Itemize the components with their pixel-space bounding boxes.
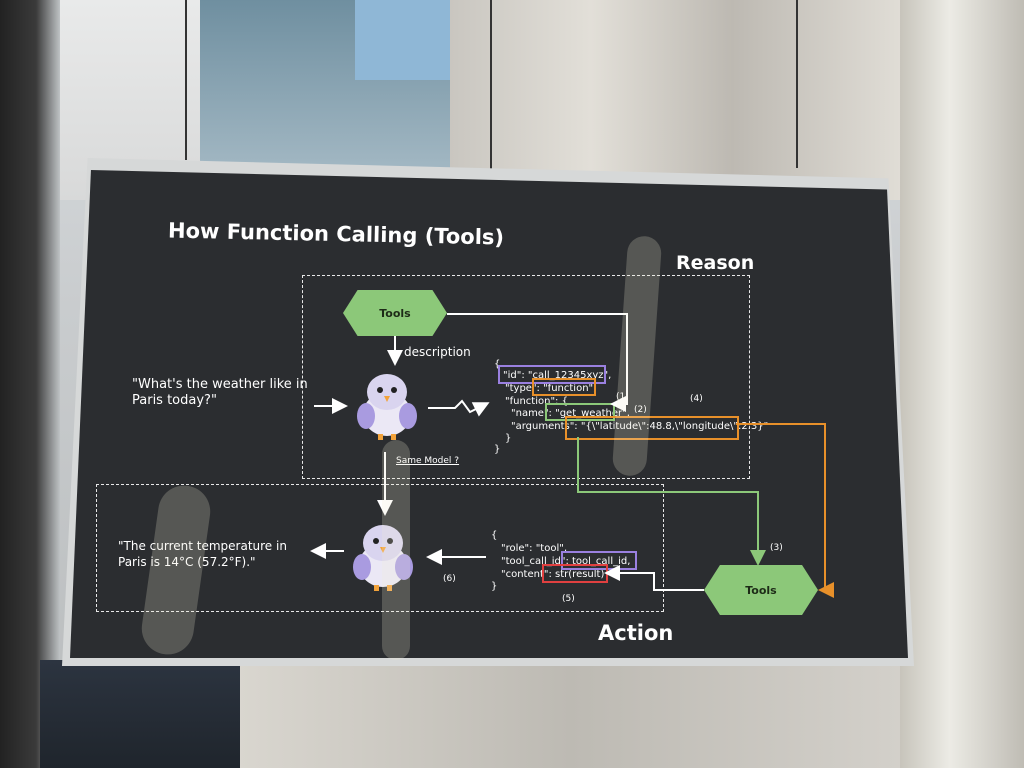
step-2-label: (2) [634, 405, 647, 415]
call-json-function-open: "function": { [505, 396, 568, 407]
call-json-function-close: } [505, 433, 512, 444]
result-json-content: "content": str(result) [501, 569, 605, 580]
tool-call-id-highlight [561, 551, 637, 570]
type-highlight [532, 378, 596, 396]
tools-node-label: Tools [745, 583, 777, 597]
step-4-label: (4) [690, 394, 703, 404]
arrow-tools-to-call [447, 313, 628, 412]
arrow-name-to-tools [577, 437, 766, 566]
step-3-label: (3) [770, 543, 783, 553]
background-sky [355, 0, 455, 80]
hanging-wire [185, 0, 187, 160]
result-json-close: } [491, 581, 498, 592]
bird-model-icon [353, 525, 413, 591]
background-floor [240, 660, 900, 768]
arrow-model-to-call [428, 399, 490, 417]
result-json-tool-call-id: "tool_call_id": tool_call_id, [501, 556, 631, 567]
result-json-open: { [491, 530, 498, 541]
action-label: Action [598, 621, 674, 645]
background-floor-dark [40, 660, 240, 768]
tools-node-label: Tools [379, 306, 411, 320]
step-5-label: (5) [562, 594, 575, 604]
background-left-pillar [0, 0, 60, 768]
bird-model-icon [357, 374, 417, 440]
arguments-highlight [565, 416, 739, 440]
result-json-role: "role": "tool", [501, 543, 568, 554]
call-json-type: "type": "function", [505, 383, 597, 394]
call-json-name: "name": "get_weather", [511, 408, 630, 419]
background-curtain [450, 0, 920, 200]
hanging-wire [490, 0, 492, 182]
user-question: "What's the weather like in Paris today?… [132, 377, 308, 408]
call-json-arguments: "arguments": "{\"latitude\":48.8,\"longi… [511, 421, 769, 432]
call-json-open: { [494, 359, 501, 370]
action-region [96, 484, 664, 612]
name-highlight [545, 403, 615, 421]
tools-node-bottom: Tools [704, 565, 818, 615]
arrow-tools-to-result [604, 565, 704, 591]
light-reflection [382, 440, 410, 660]
tools-node-top: Tools [343, 290, 447, 336]
reason-label: Reason [676, 252, 755, 274]
description-label: description [404, 345, 471, 359]
model-answer: "The current temperature in Paris is 14°… [118, 539, 287, 569]
id-highlight [498, 365, 606, 384]
reason-region [302, 275, 750, 479]
call-json-close: } [494, 444, 501, 455]
call-json-id: "id": "call_12345xyz", [503, 370, 612, 381]
step-6-label: (6) [443, 574, 456, 584]
arrow-arguments-to-tools [736, 423, 834, 598]
background-right-column [900, 0, 1024, 768]
hanging-wire [796, 0, 798, 168]
same-model-label: Same Model ? [396, 456, 460, 466]
